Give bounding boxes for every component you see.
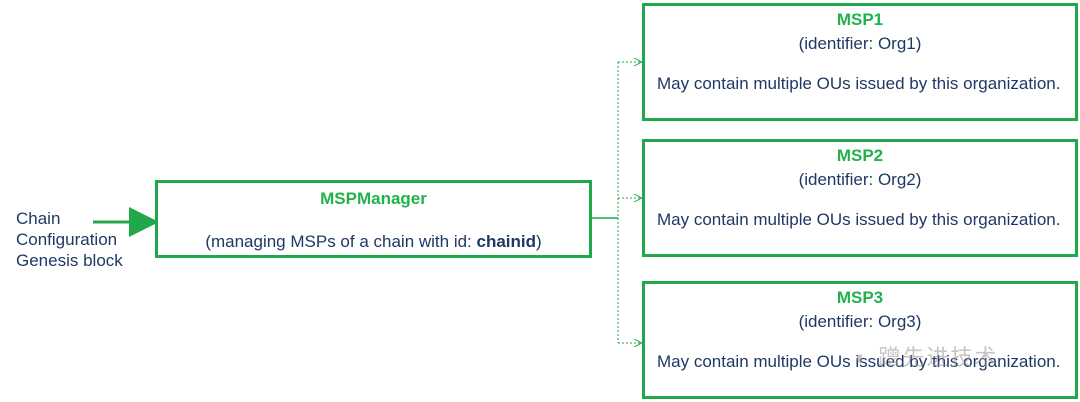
input-line-genesis: Genesis block <box>16 251 123 270</box>
chain-input-label: Chain Configuration Genesis block <box>16 208 123 271</box>
msp-manager-box: MSPManager (managing MSPs of a chain wit… <box>155 180 592 258</box>
msp3-description: May contain multiple OUs issued by this … <box>657 352 1061 371</box>
msp-manager-subtitle: (managing MSPs of a chain with id: chain… <box>205 232 542 251</box>
msp1-description: May contain multiple OUs issued by this … <box>657 74 1061 93</box>
input-line-configuration: Configuration <box>16 230 118 249</box>
wechat-icon: ◐ <box>855 345 871 370</box>
msp2-title: MSP2 <box>836 146 884 165</box>
msp1-box: MSP1 (identifier: Org1) May contain mult… <box>642 3 1078 121</box>
msp-manager-title: MSPManager <box>320 189 427 208</box>
msp1-identifier: (identifier: Org1) <box>798 34 922 53</box>
watermark-text: 蹭先进技术 <box>878 345 999 370</box>
msp2-box: MSP2 (identifier: Org2) May contain mult… <box>642 139 1078 257</box>
msp3-identifier: (identifier: Org3) <box>798 312 922 331</box>
msp1-title: MSP1 <box>836 10 884 29</box>
msp3-box: MSP3 (identifier: Org3) May contain mult… <box>642 281 1078 399</box>
chain-id: chainid <box>476 232 537 251</box>
msp3-title: MSP3 <box>836 288 884 307</box>
msp2-identifier: (identifier: Org2) <box>798 170 922 189</box>
input-line-chain: Chain <box>16 209 61 228</box>
msp2-description: May contain multiple OUs issued by this … <box>657 210 1061 229</box>
watermark: ◐ 蹭先进技术 <box>855 340 998 372</box>
